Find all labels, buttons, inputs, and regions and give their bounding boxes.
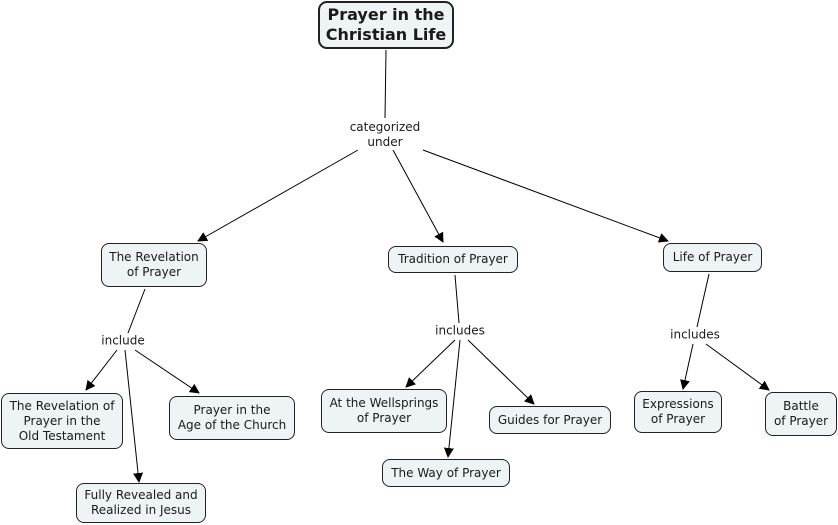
node-root[interactable]: Prayer in the Christian Life [318,1,454,49]
node-way-of-prayer[interactable]: The Way of Prayer [382,459,510,487]
edge-tradition-to-includes [454,274,460,324]
edge-categorized-to-tradition [392,149,444,243]
edge-include-to-age-church [134,349,200,394]
node-guides-for-prayer[interactable]: Guides for Prayer [489,406,611,434]
edge-includes-to-way [443,339,461,458]
edge-root-to-categorized [384,49,387,119]
edge-includes-to-battle [705,343,770,391]
link-includes-tradition: includes [435,323,485,339]
edge-revelation-to-include [127,288,146,334]
link-include: include [101,333,145,349]
node-revelation-of-prayer[interactable]: The Revelation of Prayer [101,243,207,287]
node-battle-of-prayer[interactable]: Battle of Prayer [765,392,837,436]
node-wellsprings[interactable]: At the Wellsprings of Prayer [321,389,447,433]
edge-includes-to-wellsprings [405,339,456,388]
node-tradition-of-prayer[interactable]: Tradition of Prayer [388,246,518,273]
edge-include-to-old-testament [85,349,118,391]
node-life-of-prayer[interactable]: Life of Prayer [663,243,762,272]
edge-categorized-to-life [422,149,669,243]
edge-life-to-includes [696,273,710,328]
edge-includes-to-expressions [680,343,694,390]
node-fully-revealed[interactable]: Fully Revealed and Realized in Jesus [76,483,206,523]
edge-includes-to-guides [467,339,535,405]
link-includes-life: includes [670,327,720,343]
edge-include-to-fully-revealed [124,349,144,483]
edge-categorized-to-revelation [197,149,359,242]
node-old-testament[interactable]: The Revelation of Prayer in the Old Test… [1,393,123,449]
node-age-of-the-church[interactable]: Prayer in the Age of the Church [169,396,295,440]
link-categorized-under: categorized under [349,120,421,150]
node-expressions-of-prayer[interactable]: Expressions of Prayer [634,391,722,433]
